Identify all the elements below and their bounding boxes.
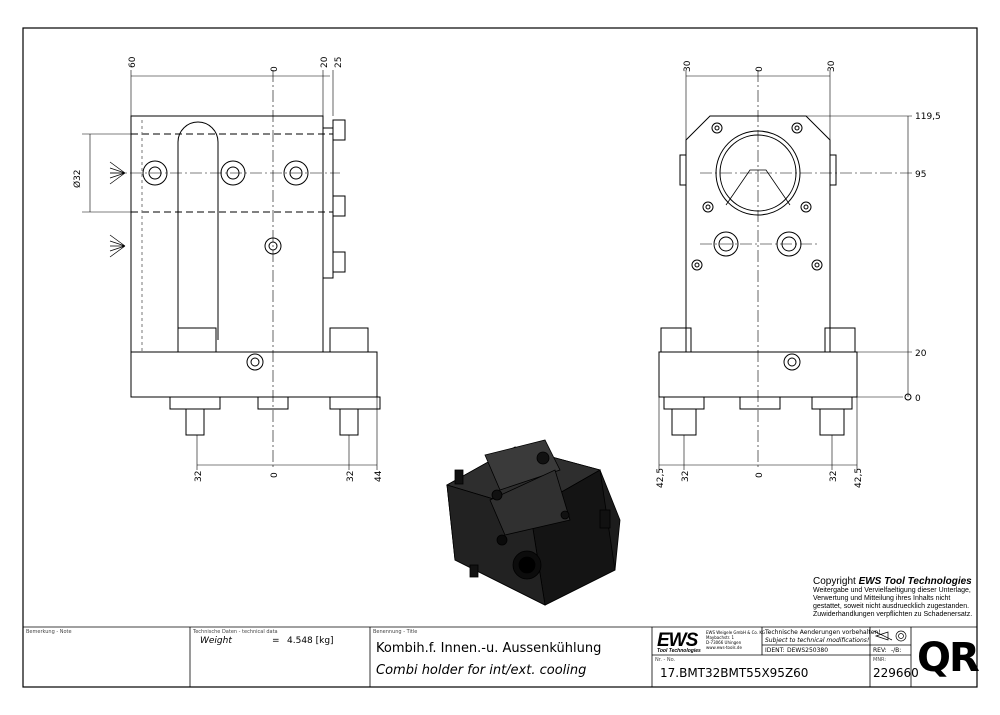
dim-front-bottom-0: 0 (270, 472, 280, 478)
company-line-3: D-73066 Uhingen (706, 640, 742, 645)
title-block-grid (23, 626, 977, 687)
copyright-notice: Copyright EWS Tool Technologies Weiterga… (813, 576, 972, 619)
weight-equals: = (272, 636, 280, 646)
ident-value: DEWS250380 (787, 647, 829, 654)
dim-front-bottom-32b: 32 (346, 471, 356, 482)
dim-side-bottom-0: 0 (755, 472, 765, 478)
dim-front-bottom-32a: 32 (194, 471, 204, 482)
dim-side-right-0: 0 (915, 394, 921, 404)
note-label: Bemerkung - Note (26, 629, 72, 635)
dim-side-right-95: 95 (915, 170, 926, 180)
dim-side-right-20: 20 (915, 349, 927, 359)
title-label: Benennung - Title (373, 629, 418, 635)
tech-data-label: Technische Daten - technical data (193, 629, 278, 635)
ident-label: IDENT: (765, 647, 785, 654)
company-line-2: Maybachstr. 1 (706, 635, 735, 640)
weight-label: Weight (200, 636, 232, 646)
dim-side-top-30a: 30 (683, 60, 693, 72)
dim-front-top-25: 25 (334, 57, 344, 68)
front-view (82, 70, 381, 470)
change-notice-en: Subject to technical modifications! (765, 637, 870, 644)
copyright-prefix: Copyright (813, 576, 859, 587)
mnr-label: MNR: (873, 657, 887, 663)
rev-label: REV: (873, 647, 887, 654)
title-english: Combi holder for int/ext. cooling (376, 663, 587, 678)
copyright-line-3: gestattet, soweit nicht ausdruecklich zu… (813, 603, 970, 610)
company-line-1: EWS Weigele GmbH & Co. KG (706, 630, 766, 635)
dim-front-top-60: 60 (128, 56, 138, 68)
part-number: 17.BMT32BMT55X95Z60 (660, 666, 809, 680)
mnr-value: 229660 (873, 666, 919, 680)
side-view-dimensions: 30 0 30 119,5 95 20 0 42,5 32 0 32 42,5 (656, 60, 941, 488)
copyright-line-4: Zuwiderhandlungen verpflichten zu Schade… (813, 611, 973, 618)
ews-logo: EWS (657, 630, 698, 651)
dim-side-bottom-32a: 32 (681, 471, 691, 482)
weight-value: 4.548 [kg] (287, 636, 334, 646)
dim-side-bottom-32b: 32 (829, 471, 839, 482)
isometric-render (445, 439, 621, 606)
dim-front-top-20: 20 (320, 56, 330, 68)
copyright-brand: EWS Tool Technologies (858, 576, 972, 587)
front-view-dimensions: 60 0 20 25 Ø32 32 0 32 44 (72, 56, 384, 482)
company-address: EWS Weigele GmbH & Co. KG Maybachstr. 1 … (706, 630, 765, 650)
dim-front-top-0: 0 (270, 66, 280, 72)
copyright-line-2: Verwertung und Mitteilung ihres Inhalts … (813, 595, 951, 602)
dim-side-bottom-42-5b: 42,5 (854, 468, 864, 488)
dim-diameter: Ø32 (72, 169, 83, 188)
side-view (658, 70, 912, 470)
dim-side-bottom-42-5a: 42,5 (656, 468, 666, 488)
company-line-4: www.ews-tools.de (706, 645, 742, 650)
number-label: Nr. - No. (655, 657, 676, 663)
change-notice-de: Technische Aenderungen vorbehalten! (765, 629, 881, 636)
dim-front-bottom-44: 44 (374, 470, 384, 482)
ews-logo-subtitle: Tool Technologies (657, 648, 701, 654)
dim-side-right-119-5: 119,5 (915, 112, 941, 122)
qr-mark: QR (917, 635, 980, 681)
copyright-line-1: Weitergabe und Vervielfaeltigung dieser … (813, 587, 971, 594)
dim-side-top-0: 0 (755, 66, 765, 72)
title-german: Kombih.f. Innen.-u. Aussenkühlung (376, 641, 602, 656)
drawing-frame (22, 27, 978, 688)
dim-side-top-30b: 30 (827, 60, 837, 72)
rev-value: -/B: (891, 647, 902, 654)
